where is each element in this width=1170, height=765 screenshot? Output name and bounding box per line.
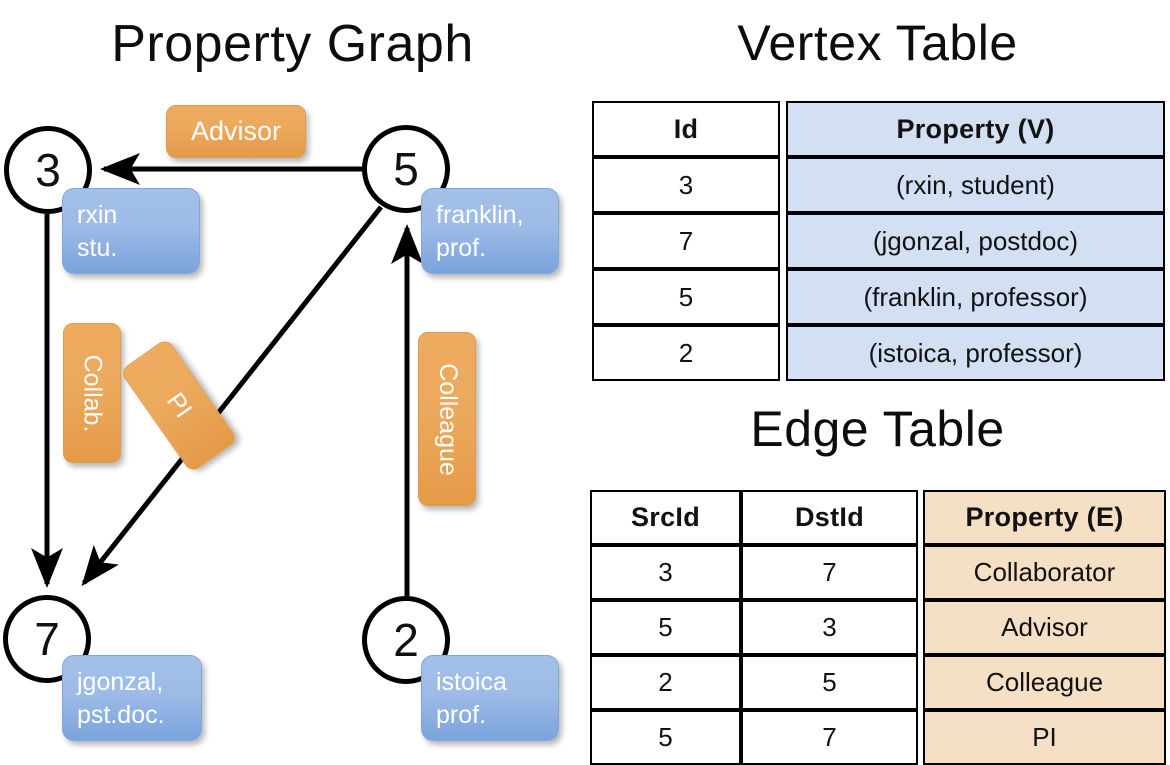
graph-node-2[interactable]: 2 — [362, 596, 450, 684]
edge-table-column-gap — [918, 545, 923, 600]
vertex-cell-id: 7 — [592, 213, 780, 269]
table-row[interactable]: 7 (jgonzal, postdoc) — [592, 213, 1165, 269]
node-property-callout-jgonzal[interactable]: jgonzal, pst.doc. — [62, 655, 202, 741]
node-property-rxin-line1: rxin — [77, 201, 118, 229]
vertex-cell-property: (franklin, professor) — [786, 269, 1165, 325]
edge-table-column-gap — [918, 600, 923, 655]
vertex-cell-id: 2 — [592, 325, 780, 381]
vertex-table-column-gap — [780, 213, 786, 269]
node-property-franklin-line2: prof. — [436, 234, 487, 262]
edge-table-header-row: SrcId DstId Property (E) — [590, 490, 1166, 545]
edge-table-header-dstid: DstId — [741, 490, 918, 545]
node-property-istoica-line2: prof. — [436, 701, 487, 729]
table-row[interactable]: 5 3 Advisor — [590, 600, 1166, 655]
edge-cell-dstid: 3 — [741, 600, 918, 655]
edge-label-colleague[interactable]: Colleague — [418, 332, 476, 506]
vertex-cell-property: (istoica, professor) — [786, 325, 1165, 381]
node-property-istoica-line1: istoica — [436, 668, 507, 696]
edge-label-colleague-text: Colleague — [433, 362, 462, 476]
edge-label-advisor-text: Advisor — [190, 116, 282, 146]
edge-cell-dstid: 7 — [741, 545, 918, 600]
table-row[interactable]: 5 (franklin, professor) — [592, 269, 1165, 325]
graph-node-2-label: 2 — [393, 614, 419, 666]
property-graph-diagram: Advisor Collab. PI Colleague 3 5 7 2 rxi… — [0, 0, 585, 760]
edge-table-column-gap — [918, 490, 923, 545]
table-row[interactable]: 3 7 Collaborator — [590, 545, 1166, 600]
page-title-property-graph: Property Graph — [111, 15, 474, 73]
edge-table: SrcId DstId Property (E) 3 7 Collaborato… — [590, 490, 1166, 765]
vertex-table-header-row: Id Property (V) — [592, 101, 1165, 157]
edge-label-pi-text: PI — [161, 387, 198, 423]
node-property-rxin-line2: stu. — [77, 234, 118, 262]
edge-cell-property: Advisor — [923, 600, 1166, 655]
edge-table-column-gap — [918, 710, 923, 765]
vertex-table-column-gap — [780, 269, 786, 325]
edge-cell-srcid: 2 — [590, 655, 741, 710]
edge-cell-dstid: 7 — [741, 710, 918, 765]
edge-cell-property: PI — [923, 710, 1166, 765]
edge-label-advisor[interactable]: Advisor — [166, 105, 306, 158]
vertex-table-column-gap — [780, 325, 786, 381]
graph-node-5-label: 5 — [393, 143, 419, 195]
vertex-cell-id: 3 — [592, 157, 780, 213]
node-property-jgonzal-line2: pst.doc. — [77, 701, 165, 729]
edge-cell-srcid: 5 — [590, 710, 741, 765]
table-row[interactable]: 2 5 Colleague — [590, 655, 1166, 710]
graph-node-7-label: 7 — [34, 613, 60, 665]
node-property-jgonzal-line1: jgonzal, — [77, 668, 164, 696]
vertex-table: Id Property (V) 3 (rxin, student) 7 (jgo… — [592, 101, 1165, 381]
table-row[interactable]: 2 (istoica, professor) — [592, 325, 1165, 381]
edge-cell-srcid: 5 — [590, 600, 741, 655]
edge-table-header-property: Property (E) — [923, 490, 1166, 545]
edge-label-collab[interactable]: Collab. — [63, 323, 121, 463]
table-row[interactable]: 5 7 PI — [590, 710, 1166, 765]
graph-edge-lines — [31, 153, 423, 596]
edge-cell-property: Collaborator — [923, 545, 1166, 600]
edge-table-header-srcid: SrcId — [590, 490, 741, 545]
vertex-cell-property: (jgonzal, postdoc) — [786, 213, 1165, 269]
node-property-callout-istoica[interactable]: istoica prof. — [421, 655, 559, 741]
edge-label-collab-text: Collab. — [78, 354, 107, 432]
vertex-table-column-gap — [780, 157, 786, 213]
node-property-callout-rxin[interactable]: rxin stu. — [62, 188, 200, 274]
vertex-table-header-property: Property (V) — [786, 101, 1165, 157]
vertex-cell-id: 5 — [592, 269, 780, 325]
edge-cell-dstid: 5 — [741, 655, 918, 710]
page-title-vertex-table: Vertex Table — [737, 15, 1018, 71]
node-property-callout-franklin[interactable]: franklin, prof. — [421, 188, 559, 274]
edge-line-5-to-7 — [81, 205, 383, 587]
graph-node-5[interactable]: 5 — [362, 125, 450, 213]
vertex-cell-property: (rxin, student) — [786, 157, 1165, 213]
node-property-franklin-line1: franklin, — [436, 201, 524, 229]
vertex-table-header-id: Id — [592, 101, 780, 157]
edge-cell-srcid: 3 — [590, 545, 741, 600]
edge-table-column-gap — [918, 655, 923, 710]
table-row[interactable]: 3 (rxin, student) — [592, 157, 1165, 213]
edge-cell-property: Colleague — [923, 655, 1166, 710]
page-title-edge-table: Edge Table — [750, 401, 1005, 457]
vertex-table-column-gap — [780, 101, 786, 157]
graph-node-3-label: 3 — [35, 144, 61, 196]
